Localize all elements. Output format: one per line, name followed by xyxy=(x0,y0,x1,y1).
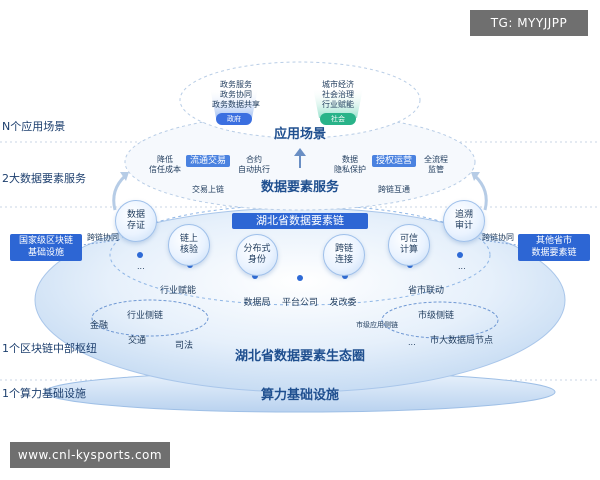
data-chain-label: 交易上链 xyxy=(192,185,224,194)
trust-cost: 降低 信任成本 xyxy=(145,155,185,175)
service-title: 数据要素服务 xyxy=(260,180,339,195)
circle-line: 数据 xyxy=(126,210,145,220)
circle-line: 分布式 xyxy=(243,244,271,254)
circle-line: 计算 xyxy=(399,245,418,255)
left-arrow-head xyxy=(120,172,129,181)
app-side-chain: 市级应用侧链 xyxy=(356,321,398,329)
side-chain-left-label: 行业侧链 xyxy=(127,311,164,321)
up-arrow-center-head xyxy=(294,148,306,156)
gov-line: 政务协同 xyxy=(220,90,252,99)
application-title: 应用场景 xyxy=(273,127,326,142)
privacy-line: 隐私保护 xyxy=(334,165,366,174)
national-line: 国家级区块链 xyxy=(18,236,73,246)
auth-ops-badge: 授权运营 xyxy=(372,155,416,167)
privacy-line: 数据 xyxy=(342,155,358,164)
circle-line: 身份 xyxy=(247,255,266,265)
circle-line: 审计 xyxy=(454,221,473,231)
node-platform-company: 平台公司 xyxy=(281,298,318,308)
gov-line: 政务服务 xyxy=(220,80,252,89)
circle-line: 核验 xyxy=(179,245,198,255)
gov-line: 政务数据共享 xyxy=(212,100,260,109)
privacy-protect: 数据 隐私保护 xyxy=(330,155,370,175)
society-lines: 城市经济 社会治理 行业赋能 xyxy=(314,80,362,110)
contract-exec: 合约 自动执行 xyxy=(234,155,274,175)
right-arrow-head xyxy=(471,172,480,181)
row-label-services: 2大数据要素服务 xyxy=(2,172,86,185)
circle-line: 存证 xyxy=(126,221,145,231)
trust-line: 信任成本 xyxy=(149,165,181,174)
cross-collab-right: 跨链协同 xyxy=(482,233,514,242)
hub-dot xyxy=(297,275,303,281)
side-chain-left-ring xyxy=(91,299,209,337)
society-line: 社会治理 xyxy=(322,90,354,99)
society-tag: 社会 xyxy=(320,113,356,125)
circle-line: 链上 xyxy=(179,234,198,244)
row-label-compute: 1个算力基础设施 xyxy=(2,387,86,400)
circle-line: 追溯 xyxy=(454,210,473,220)
left-arrow xyxy=(112,174,127,211)
hub-circle-identity: 分布式身份 xyxy=(236,234,278,276)
hub-circle-evidence: 数据存证 xyxy=(115,200,157,242)
hub-circle-audit: 追溯审计 xyxy=(443,200,485,242)
sector-transport: 交通 xyxy=(128,336,147,346)
sector-judiciary: 司法 xyxy=(175,341,194,351)
society-line: 城市经济 xyxy=(322,80,354,89)
circulation-badge: 流通交易 xyxy=(186,155,230,167)
big-data-nodes: 市大数据局节点 xyxy=(430,336,494,346)
gov-service-lines: 政务服务 政务协同 政务数据共享 xyxy=(212,80,260,110)
circle-line: 跨链 xyxy=(334,244,353,254)
cross-chain-interop: 跨链互通 xyxy=(378,185,410,194)
watermark-top: TG: MYYJJPP xyxy=(470,10,588,36)
hub-circle-cross-chain: 跨链连接 xyxy=(323,234,365,276)
hub-circle-verification: 链上核验 xyxy=(168,224,210,266)
contract-line: 合约 xyxy=(246,155,262,164)
gov-tag: 政府 xyxy=(216,113,252,125)
hub-dot xyxy=(137,252,143,258)
ellipsis-left: ... xyxy=(137,262,145,271)
national-line: 基础设施 xyxy=(27,248,64,258)
sector-finance: 金融 xyxy=(90,321,109,331)
node-data-bureau: 数据局 xyxy=(243,298,271,308)
ecosystem-title: 湖北省数据要素生态圈 xyxy=(234,349,365,364)
ellipsis-right: ... xyxy=(458,262,466,271)
side-chain-right-ring xyxy=(381,301,499,339)
circle-line: 可信 xyxy=(399,234,418,244)
gov-beam xyxy=(210,88,258,118)
trust-line: 降低 xyxy=(157,155,173,164)
national-infrastructure-box: 国家级区块链 基础设施 xyxy=(10,234,82,261)
other-provinces-box: 其他省市 数据要素链 xyxy=(518,234,590,261)
contract-line: 自动执行 xyxy=(238,165,270,174)
compute-title: 算力基础设施 xyxy=(260,388,339,403)
right-arrow xyxy=(473,174,488,211)
other-line: 数据要素链 xyxy=(531,248,577,258)
soc-beam xyxy=(313,88,363,118)
other-line: 其他省市 xyxy=(535,236,572,246)
hub-circle-trusted-compute: 可信计算 xyxy=(388,224,430,266)
row-label-hub: 1个区块链中部枢纽 xyxy=(2,342,97,355)
society-line: 行业赋能 xyxy=(322,100,354,109)
row-label-applications: N个应用场景 xyxy=(2,120,66,133)
hub-banner: 湖北省数据要素链 xyxy=(232,213,368,229)
circle-line: 连接 xyxy=(334,255,353,265)
supervision-line: 全流程 xyxy=(424,155,448,164)
ellipsis-right-chain: ... xyxy=(408,338,416,347)
industry-enable: 行业赋能 xyxy=(160,286,197,296)
watermark-bottom: www.cnl-kysports.com xyxy=(10,442,170,468)
side-chain-right-label: 市级侧链 xyxy=(418,311,455,321)
cross-collab-left: 跨链协同 xyxy=(87,233,119,242)
province-city-link: 省市联动 xyxy=(408,286,445,296)
node-ndrc: 发改委 xyxy=(329,298,357,308)
hub-dot xyxy=(457,252,463,258)
supervision-line: 监管 xyxy=(428,165,444,174)
full-process-supervision: 全流程 监管 xyxy=(418,155,454,175)
